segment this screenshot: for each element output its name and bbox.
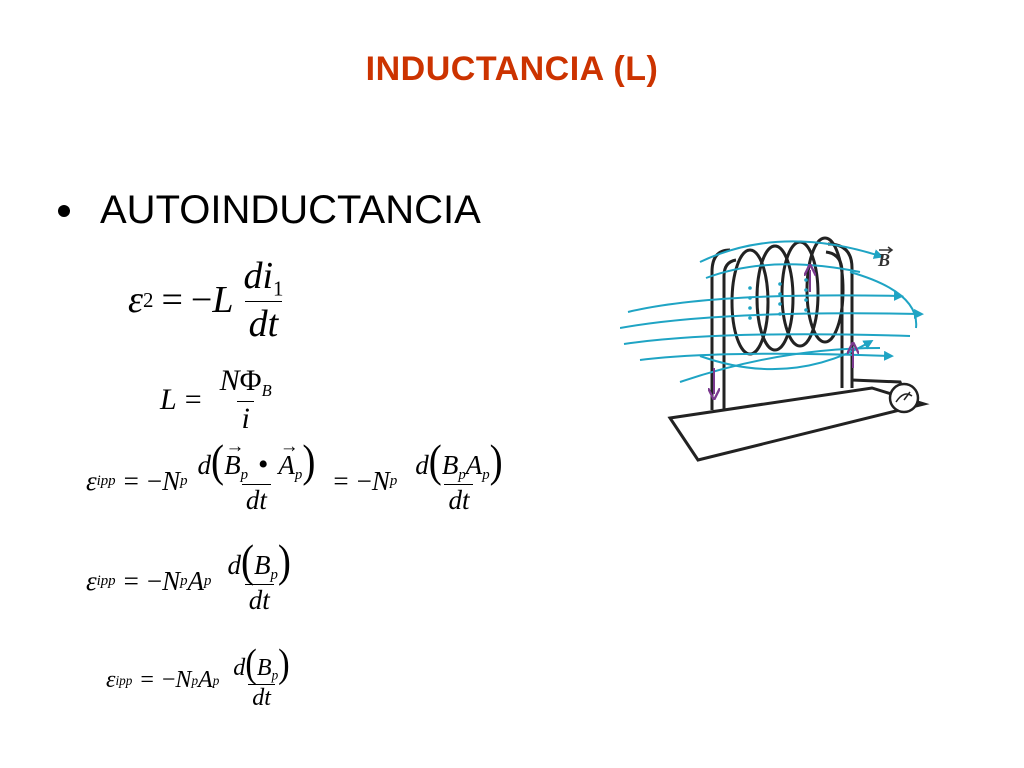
eq2-fraction: NΦB i [216,364,276,436]
current-arrows [714,270,853,394]
eq3-d: d [415,450,429,480]
epsilon-symbol: ε [86,465,97,496]
eq3-A: A [465,450,483,480]
epsilon-symbol: ε [106,667,116,694]
eq3-d: d [197,450,212,480]
eq3-sub-p: p [458,467,466,484]
eq3-N: N [371,465,390,496]
equation-emf-flux-dot: ε ipp = − N p d(Bp•Ap) dt = − N p d(BpAp… [86,436,513,516]
eq1-num: di [243,255,274,297]
minus-symbol: − [190,279,213,322]
magnetic-field-lines [620,240,924,383]
bullet-item: AUTOINDUCTANCIA [58,188,481,233]
eq5-sub-ipp: ipp [115,672,133,688]
eq3-den: dt [241,484,271,516]
eq3-fraction-b: d(BpAp) dt [415,436,503,516]
eq5-sub-p: p [271,667,279,683]
eq2-L: L [160,382,177,416]
bullet-text: AUTOINDUCTANCIA [100,188,481,232]
eq1-sub-2: 2 [142,287,154,312]
eq4-sub-p: p [270,567,278,584]
solenoid-diagram: B [620,236,930,462]
galvanometer-icon [888,382,920,414]
eq1-den: dt [244,301,283,346]
eq4-fraction: d(Bp) dt [227,536,291,616]
minus-symbol: − [356,465,372,496]
eq3-sub-p: p [294,467,303,484]
eq5-den: dt [248,683,275,712]
minus-symbol: − [146,465,163,496]
eq1-fraction: di1 dt [239,254,287,346]
equals-symbol: = [161,279,183,322]
eq4-A: A [187,565,205,596]
equation-emf-area-repeat: ε ipp = − N p A p d(Bp) dt [106,641,300,712]
eq4-B: B [253,550,271,580]
eq1-num-sub: 1 [273,276,284,301]
eq4-sub-ipp: ipp [96,572,116,589]
dot-product-symbol: • [257,449,269,481]
eq4-sub-p: p [204,572,212,589]
field-label-vector-arrow [879,246,894,254]
eq4-d: d [227,550,241,580]
eq2-sub-B: B [261,380,272,400]
epsilon-symbol: ε [128,279,143,322]
eq3-den: dt [444,484,474,516]
bullet-dot-icon [58,204,70,217]
eq4-sub-p: p [180,572,188,589]
eq5-N: N [175,667,192,694]
eq3-sub-p: p [389,472,398,489]
eq5-sub-p: p [212,672,220,688]
base-plate [667,386,930,462]
equals-symbol: = [333,465,349,496]
eq3-B: B [441,450,459,480]
eq4-N: N [162,565,181,596]
eq3-sub-p: p [180,472,188,489]
field-label: B [877,250,890,270]
eq5-A: A [198,667,213,694]
epsilon-symbol: ε [86,565,97,596]
eq1-L: L [212,279,234,322]
slide-title: INDUCTANCIA (L) [365,50,659,88]
eq2-N: N [219,364,240,397]
minus-symbol: − [146,565,163,596]
equals-symbol: = [123,565,139,596]
field-dots [748,278,808,320]
equation-emf-area: ε ipp = − N p A p d(Bp) dt [86,536,301,616]
equals-symbol: = [123,465,139,496]
equation-emf-self: ε 2 = − L di1 dt [128,254,293,346]
eq3-B-vector: B [224,436,244,481]
eq4-den: dt [244,584,274,616]
minus-symbol: − [161,667,176,694]
phi-symbol: Φ [239,364,262,397]
equation-inductance: L = NΦB i [160,364,282,436]
eq2-den: i [237,400,254,436]
eq3-sub-ipp: ipp [96,472,116,489]
eq3-A-vector: A [278,436,298,481]
equals-symbol: = [184,382,202,416]
eq3-sub-p: p [482,467,490,484]
eq3-fraction-a: d(Bp•Ap) dt [194,436,320,516]
eq5-fraction: d(Bp) dt [233,641,290,712]
eq5-B: B [256,655,272,681]
eq3-sub-p: p [240,467,248,484]
eq5-d: d [233,655,246,681]
eq5-sub-p: p [191,672,199,688]
equals-symbol: = [140,667,154,694]
eq3-N: N [162,465,181,496]
